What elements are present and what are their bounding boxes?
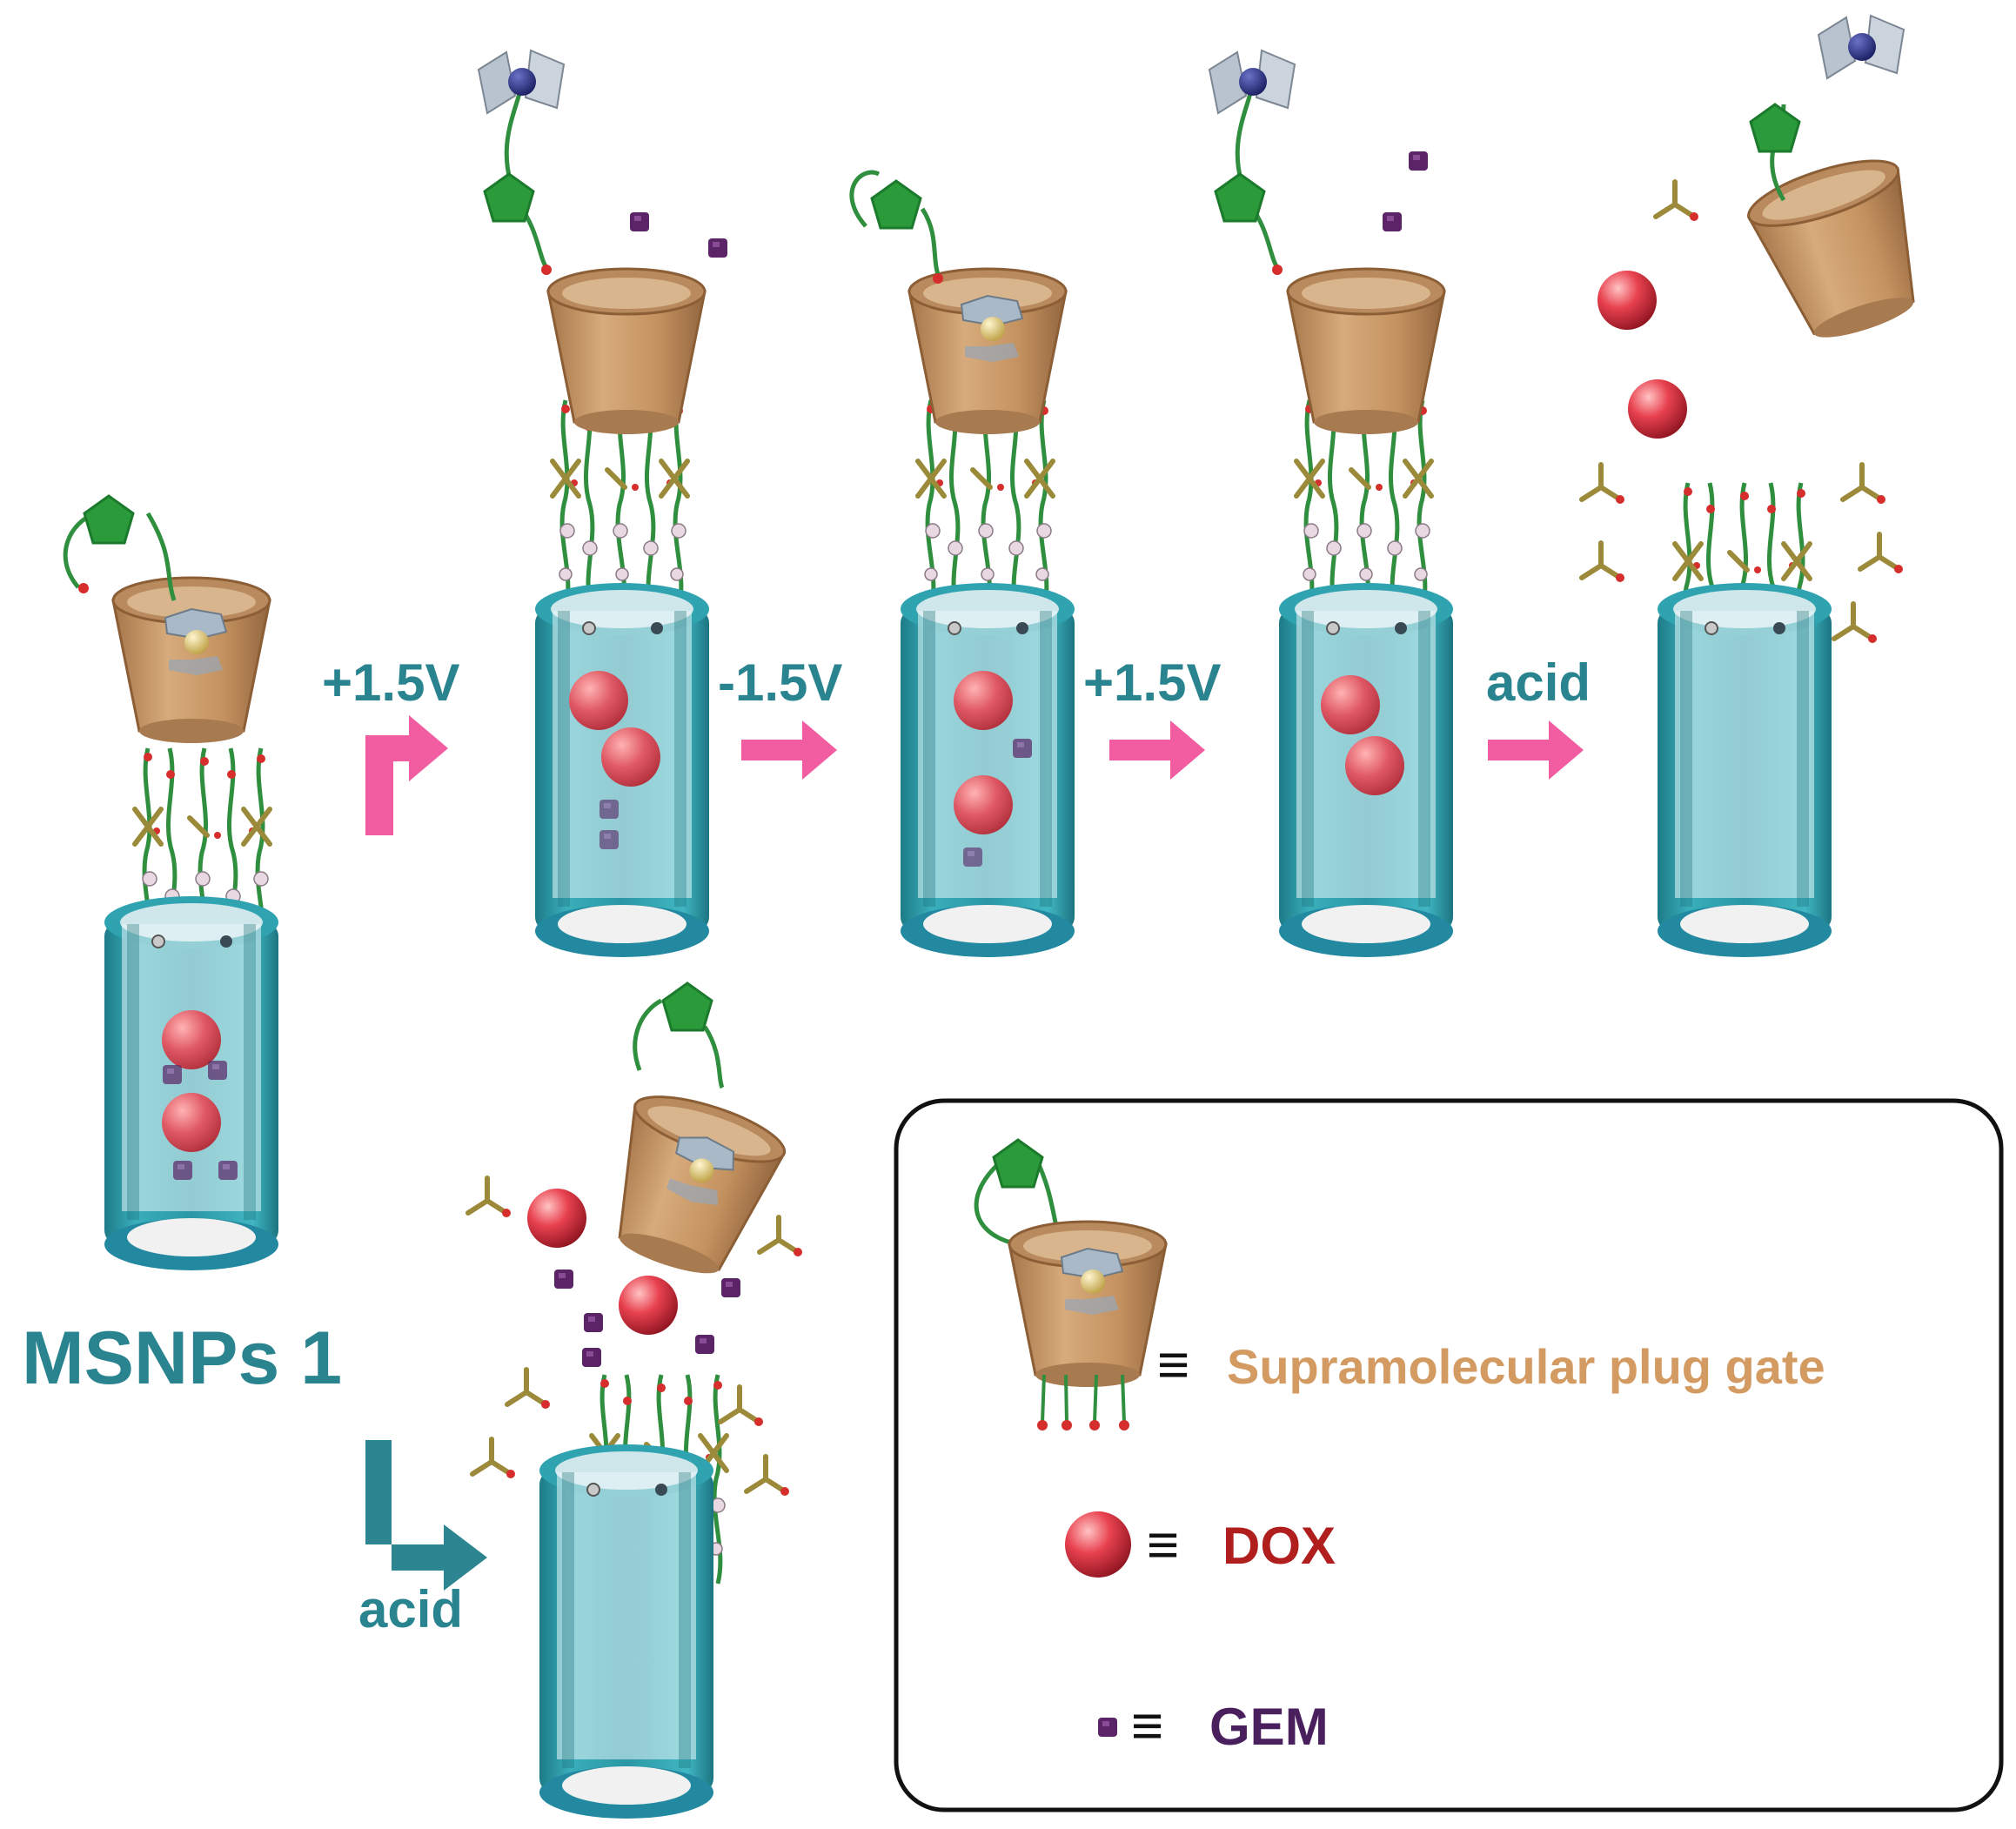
- msnp-start: [63, 494, 279, 1271]
- legend-dox-icon: [1065, 1511, 1131, 1578]
- legend-gem-equiv: ≡: [1131, 1694, 1163, 1757]
- legend-dox-equiv: ≡: [1147, 1513, 1179, 1576]
- particle-branch: [468, 981, 802, 1819]
- arrow-step2: [741, 720, 837, 780]
- particle-step3: [1209, 50, 1454, 958]
- arrow-step3: [1109, 720, 1205, 780]
- label-branch: acid: [358, 1580, 463, 1638]
- arrow-step4: [1488, 720, 1584, 780]
- particle-step1: [478, 50, 727, 958]
- label-step2: -1.5V: [718, 653, 842, 712]
- legend-gate-icon: [974, 1138, 1168, 1430]
- arrow-step1: [365, 715, 448, 835]
- legend-box: ≡ Supramolecular plug gate ≡ DOX ≡ GEM: [894, 1098, 2004, 1812]
- arrow-branch: [365, 1440, 487, 1591]
- legend-gem-icon: [1098, 1718, 1117, 1737]
- legend-gate-label: Supramolecular plug gate: [1227, 1339, 1825, 1394]
- legend-gem-label: GEM: [1209, 1698, 1329, 1756]
- label-step3: +1.5V: [1083, 653, 1221, 712]
- legend-dox-label: DOX: [1222, 1517, 1336, 1575]
- particle-step4: [1582, 15, 1944, 958]
- label-start: MSNPs 1: [22, 1316, 342, 1400]
- label-step1: +1.5V: [322, 653, 459, 712]
- label-step4: acid: [1486, 653, 1591, 712]
- particle-step2: [849, 170, 1075, 958]
- legend-gate-equiv: ≡: [1157, 1333, 1189, 1396]
